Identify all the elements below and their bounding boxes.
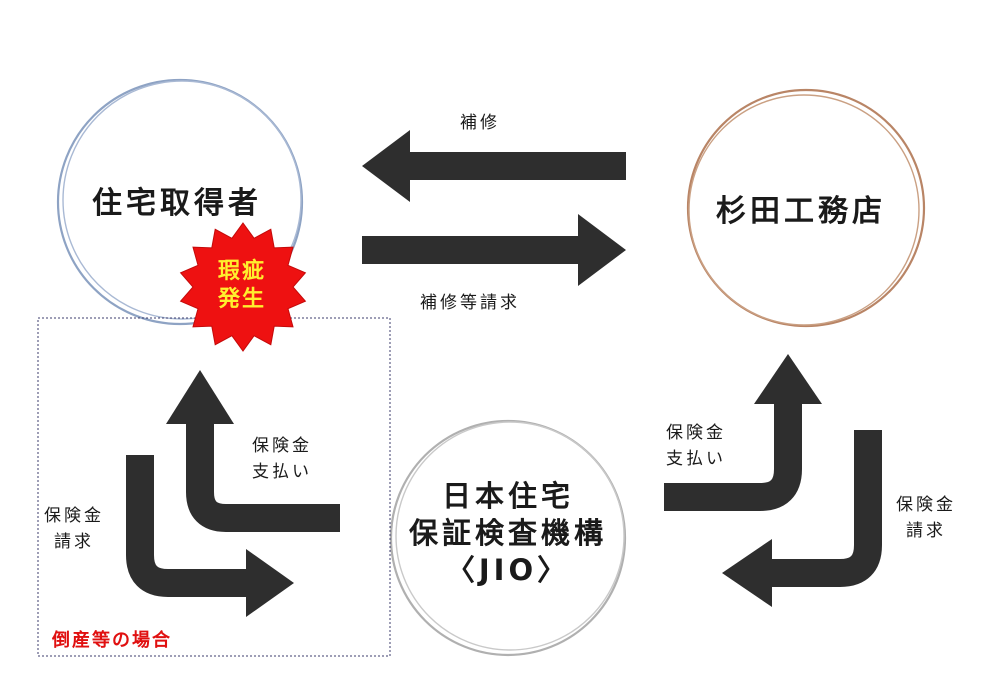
payout-right-line1: 保険金 bbox=[666, 423, 726, 443]
claim-left-label: 保険金 請求 bbox=[44, 503, 104, 555]
builder-label: 杉田工務店 bbox=[716, 194, 886, 229]
arrow-repair-request bbox=[362, 214, 626, 286]
defect-badge-line2: 発生 bbox=[217, 287, 266, 312]
claim-right-line2: 請求 bbox=[906, 521, 946, 541]
payout-left-label: 保険金 支払い bbox=[252, 433, 312, 485]
jio-label: 日本住宅 保証検査機構 〈JIO〉 bbox=[400, 478, 616, 589]
claim-right-label: 保険金 請求 bbox=[896, 492, 956, 544]
buyer-label: 住宅取得者 bbox=[92, 186, 262, 221]
jio-label-line2: 保証検査機構 bbox=[408, 516, 607, 550]
payout-right-label: 保険金 支払い bbox=[666, 420, 726, 472]
payout-left-line2: 支払い bbox=[252, 462, 312, 482]
arrow-claim-right bbox=[722, 430, 882, 607]
payout-right-line2: 支払い bbox=[666, 449, 726, 469]
jio-label-line3: 〈JIO〉 bbox=[445, 553, 571, 587]
arrow-repair bbox=[362, 130, 626, 202]
bankruptcy-note: 倒産等の場合 bbox=[52, 630, 172, 651]
arrow-payout-right bbox=[664, 354, 822, 511]
buyer-circle bbox=[56, 78, 304, 326]
claim-left-line1: 保険金 bbox=[44, 506, 104, 526]
claim-left-line2: 請求 bbox=[54, 532, 94, 552]
repair-label: 補修 bbox=[460, 113, 500, 133]
arrow-claim-left bbox=[126, 455, 294, 617]
jio-circle bbox=[389, 419, 627, 657]
arrow-payout-left bbox=[166, 370, 340, 532]
defect-badge-line1: 瑕疵 bbox=[217, 259, 266, 284]
jio-label-line1: 日本住宅 bbox=[441, 479, 574, 513]
payout-left-line1: 保険金 bbox=[252, 436, 312, 456]
defect-badge-text: 瑕疵 発生 bbox=[203, 258, 281, 314]
claim-right-line1: 保険金 bbox=[896, 495, 956, 515]
repair-request-label: 補修等請求 bbox=[420, 293, 520, 313]
defect-badge bbox=[179, 222, 307, 352]
builder-circle bbox=[686, 88, 926, 328]
